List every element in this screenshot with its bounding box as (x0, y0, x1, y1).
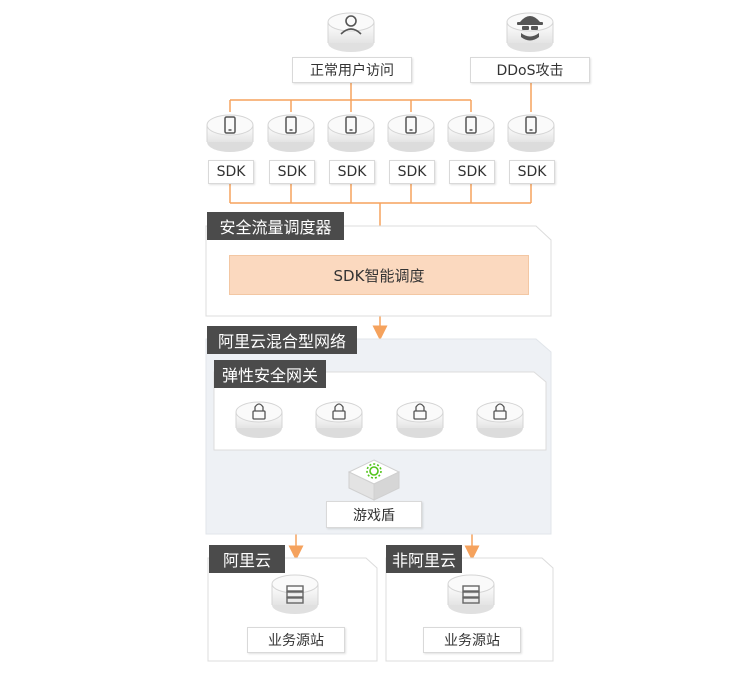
non-aliyun-tag: 非阿里云 (386, 545, 462, 573)
sdk-label: SDK (208, 160, 254, 184)
server-icon (462, 585, 480, 604)
phone-icon (525, 116, 537, 134)
hacker-icon (517, 16, 543, 41)
game-shield-label: 游戏盾 (326, 501, 422, 528)
sdk-label: SDK (269, 160, 315, 184)
user-icon (340, 15, 362, 35)
sdk-node (267, 114, 315, 152)
phone-icon (224, 116, 236, 134)
phone-icon (465, 116, 477, 134)
gateway-node (476, 401, 524, 438)
non-aliyun-origin-label: 业务源站 (423, 627, 521, 653)
normal-user-node (327, 12, 375, 52)
phone-icon (405, 116, 417, 134)
lock-icon (252, 403, 266, 420)
sdk-node (327, 114, 375, 152)
smart-scheduling-strip: SDK智能调度 (229, 255, 529, 295)
normal-user-label: 正常用户访问 (292, 57, 412, 83)
shield-gear-icon (366, 463, 382, 479)
sdk-cylinders (206, 114, 555, 152)
sdk-label: SDK (509, 160, 555, 184)
gateway-tag: 弹性安全网关 (214, 360, 326, 388)
game-shield-node (347, 459, 401, 501)
aliyun-origin-label: 业务源站 (247, 627, 345, 653)
gateway-panel (213, 371, 547, 451)
hybrid-network-tag: 阿里云混合型网络 (207, 326, 357, 354)
aliyun-tag: 阿里云 (209, 545, 285, 573)
server-icon (286, 585, 304, 604)
aliyun-server-node (271, 574, 319, 614)
ddos-label: DDoS攻击 (470, 57, 590, 83)
sdk-node (206, 114, 254, 152)
gateway-node (235, 401, 283, 438)
gateway-node (396, 401, 444, 438)
lock-icon (493, 403, 507, 420)
scheduler-tag: 安全流量调度器 (207, 212, 344, 240)
sdk-label: SDK (329, 160, 375, 184)
phone-icon (285, 116, 297, 134)
top-connector-lines (229, 82, 532, 561)
gateway-lock-nodes (235, 401, 524, 438)
lock-icon (413, 403, 427, 420)
lock-icon (332, 403, 346, 420)
sdk-label: SDK (389, 160, 435, 184)
phone-icon (345, 116, 357, 134)
gateway-node (315, 401, 363, 438)
non-aliyun-server-node (447, 574, 495, 614)
sdk-label: SDK (449, 160, 495, 184)
